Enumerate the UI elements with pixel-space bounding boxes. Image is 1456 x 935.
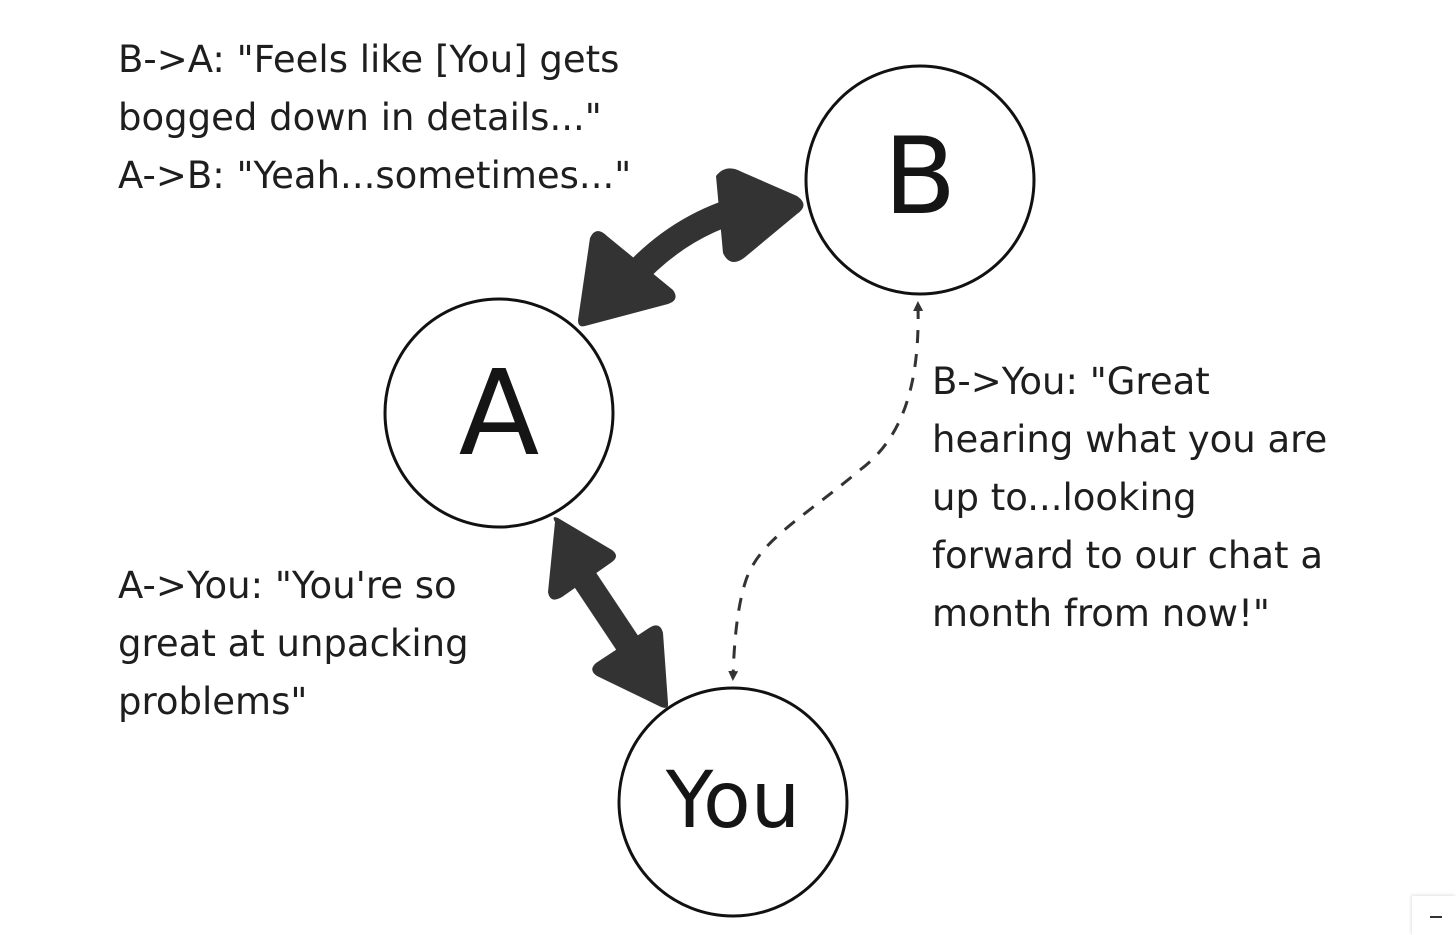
annotation-b-to-you: B->You: "Great hearing what you are up t… bbox=[932, 353, 1327, 643]
node-you-circle bbox=[617, 686, 849, 918]
annotation-a-to-you: A->You: "You're so great at unpacking pr… bbox=[118, 557, 469, 731]
annotation-b-to-you-line: B->You: "Great bbox=[932, 360, 1210, 403]
annotation-a-to-you-line: problems" bbox=[118, 680, 308, 723]
annotation-b-to-you-line: up to...looking bbox=[932, 476, 1197, 519]
edge-a-you bbox=[548, 517, 669, 708]
edge-a-b-head-a bbox=[578, 230, 676, 327]
node-a: A bbox=[383, 297, 615, 529]
node-b-label: B bbox=[884, 115, 957, 238]
minimize-icon-bar bbox=[1430, 916, 1442, 918]
node-b-circle bbox=[804, 64, 1036, 296]
node-you-label: You bbox=[665, 756, 800, 846]
annotation-b-to-a-line: bogged down in details..." bbox=[118, 96, 602, 139]
annotation-a-to-you-line: A->You: "You're so bbox=[118, 564, 457, 607]
edge-b-you-dashed bbox=[728, 301, 924, 681]
node-a-circle bbox=[383, 297, 615, 529]
annotation-b-to-a: B->A: "Feels like [You] gets bogged down… bbox=[118, 31, 631, 205]
edge-a-b-head-b bbox=[716, 168, 804, 262]
annotation-b-to-a-line: A->B: "Yeah...sometimes..." bbox=[118, 154, 632, 197]
node-a-label: A bbox=[459, 344, 540, 482]
annotation-b-to-a-line: B->A: "Feels like [You] gets bbox=[118, 38, 620, 81]
edge-a-you-head-you bbox=[592, 625, 669, 708]
annotation-b-to-you-line: month from now!" bbox=[932, 592, 1270, 635]
edge-a-b bbox=[578, 168, 804, 327]
node-you: You bbox=[617, 686, 849, 918]
node-b: B bbox=[804, 64, 1036, 296]
edge-a-you-shaft bbox=[571, 567, 643, 658]
annotation-b-to-you-line: forward to our chat a bbox=[932, 534, 1323, 577]
annotation-a-to-you-line: great at unpacking bbox=[118, 622, 469, 665]
annotation-b-to-you-line: hearing what you are bbox=[932, 418, 1328, 461]
minimize-icon[interactable] bbox=[1412, 896, 1456, 935]
edge-a-you-head-a bbox=[548, 517, 616, 600]
